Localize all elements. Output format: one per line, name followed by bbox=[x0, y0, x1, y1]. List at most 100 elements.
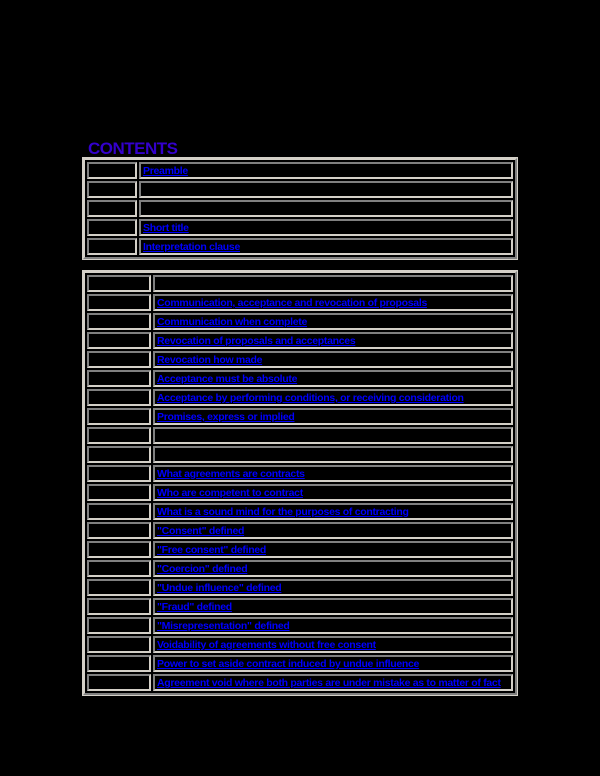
section-number-cell bbox=[87, 560, 151, 577]
section-title-cell bbox=[153, 427, 513, 444]
section-title-cell: Acceptance by performing conditions, or … bbox=[153, 389, 513, 406]
toc-row: Power to set aside contract induced by u… bbox=[87, 655, 513, 672]
toc-link[interactable]: "Fraud" defined bbox=[157, 601, 232, 613]
section-title-cell: "Undue influence" defined bbox=[153, 579, 513, 596]
toc-link[interactable]: Who are competent to contract bbox=[157, 487, 303, 499]
toc-row: Who are competent to contract bbox=[87, 484, 513, 501]
section-number-cell bbox=[87, 294, 151, 311]
toc-link[interactable]: Acceptance must be absolute bbox=[157, 373, 298, 385]
section-number-cell bbox=[87, 465, 151, 482]
section-number-cell bbox=[87, 617, 151, 634]
toc-row: Acceptance must be absolute bbox=[87, 370, 513, 387]
section-number-cell bbox=[87, 522, 151, 539]
toc-row: Preamble bbox=[87, 162, 513, 179]
section-number-cell bbox=[87, 332, 151, 349]
section-number-cell bbox=[87, 503, 151, 520]
section-number-cell bbox=[87, 541, 151, 558]
section-number-cell bbox=[87, 351, 151, 368]
toc-link[interactable]: Short title bbox=[143, 222, 189, 234]
toc-link[interactable]: Communication, acceptance and revocation… bbox=[157, 297, 427, 309]
section-title-cell: "Coercion" defined bbox=[153, 560, 513, 577]
toc-row bbox=[87, 200, 513, 217]
section-title-cell: "Fraud" defined bbox=[153, 598, 513, 615]
toc-row: Interpretation clause bbox=[87, 238, 513, 255]
toc-link[interactable]: Communication when complete bbox=[157, 316, 308, 328]
section-number-cell bbox=[87, 219, 137, 236]
section-title-cell: Interpretation clause bbox=[139, 238, 513, 255]
toc-link[interactable]: Voidability of agreements without free c… bbox=[157, 639, 376, 651]
section-number-cell bbox=[87, 636, 151, 653]
toc-row: Promises, express or implied bbox=[87, 408, 513, 425]
toc-row: "Undue influence" defined bbox=[87, 579, 513, 596]
toc-row bbox=[87, 427, 513, 444]
toc-link[interactable]: "Coercion" defined bbox=[157, 563, 248, 575]
section-number-cell bbox=[87, 598, 151, 615]
toc-row: Short title bbox=[87, 219, 513, 236]
section-title-cell: "Consent" defined bbox=[153, 522, 513, 539]
toc-link[interactable]: Promises, express or implied bbox=[157, 411, 295, 423]
section-title-cell: Voidability of agreements without free c… bbox=[153, 636, 513, 653]
section-title-cell: Revocation how made bbox=[153, 351, 513, 368]
section-number-cell bbox=[87, 446, 151, 463]
toc-link[interactable]: Revocation how made bbox=[157, 354, 263, 366]
section-title-cell: Agreement void where both parties are un… bbox=[153, 674, 513, 691]
section-number-cell bbox=[87, 181, 137, 198]
section-title-cell: Power to set aside contract induced by u… bbox=[153, 655, 513, 672]
section-number-cell bbox=[87, 162, 137, 179]
toc-sections-table: Communication, acceptance and revocation… bbox=[83, 271, 517, 695]
toc-row: "Fraud" defined bbox=[87, 598, 513, 615]
section-number-cell bbox=[87, 408, 151, 425]
toc-row: "Free consent" defined bbox=[87, 541, 513, 558]
toc-row: "Misrepresentation" defined bbox=[87, 617, 513, 634]
section-number-cell bbox=[87, 674, 151, 691]
section-title-cell: Short title bbox=[139, 219, 513, 236]
toc-row bbox=[87, 181, 513, 198]
section-title-cell bbox=[139, 200, 513, 217]
toc-row: What is a sound mind for the purposes of… bbox=[87, 503, 513, 520]
section-number-cell bbox=[87, 389, 151, 406]
toc-row: Revocation of proposals and acceptances bbox=[87, 332, 513, 349]
section-number-cell bbox=[87, 238, 137, 255]
toc-row bbox=[87, 275, 513, 292]
section-title-cell: "Free consent" defined bbox=[153, 541, 513, 558]
toc-link[interactable]: What is a sound mind for the purposes of… bbox=[157, 506, 409, 518]
section-number-cell bbox=[87, 200, 137, 217]
toc-link[interactable]: Agreement void where both parties are un… bbox=[157, 677, 501, 689]
toc-link[interactable]: "Free consent" defined bbox=[157, 544, 266, 556]
section-title-cell: Communication, acceptance and revocation… bbox=[153, 294, 513, 311]
toc-row: "Coercion" defined bbox=[87, 560, 513, 577]
section-title-cell: Communication when complete bbox=[153, 313, 513, 330]
section-number-cell bbox=[87, 370, 151, 387]
toc-row: Voidability of agreements without free c… bbox=[87, 636, 513, 653]
section-title-cell: What agreements are contracts bbox=[153, 465, 513, 482]
toc-row: Communication when complete bbox=[87, 313, 513, 330]
toc-row: Revocation how made bbox=[87, 351, 513, 368]
toc-link[interactable]: Preamble bbox=[143, 165, 188, 177]
section-number-cell bbox=[87, 427, 151, 444]
section-title-cell: Preamble bbox=[139, 162, 513, 179]
toc-link[interactable]: Power to set aside contract induced by u… bbox=[157, 658, 420, 670]
toc-link[interactable]: What agreements are contracts bbox=[157, 468, 305, 480]
section-title-cell: Promises, express or implied bbox=[153, 408, 513, 425]
toc-link[interactable]: "Undue influence" defined bbox=[157, 582, 282, 594]
section-title-cell: Revocation of proposals and acceptances bbox=[153, 332, 513, 349]
section-number-cell bbox=[87, 484, 151, 501]
toc-link[interactable]: "Consent" defined bbox=[157, 525, 245, 537]
toc-row: What agreements are contracts bbox=[87, 465, 513, 482]
section-title-cell: Who are competent to contract bbox=[153, 484, 513, 501]
toc-row: Agreement void where both parties are un… bbox=[87, 674, 513, 691]
section-title-cell: What is a sound mind for the purposes of… bbox=[153, 503, 513, 520]
section-number-cell bbox=[87, 579, 151, 596]
toc-link[interactable]: "Misrepresentation" defined bbox=[157, 620, 290, 632]
contents-heading: CONTENTS bbox=[88, 139, 178, 158]
toc-link[interactable]: Revocation of proposals and acceptances bbox=[157, 335, 356, 347]
section-number-cell bbox=[87, 655, 151, 672]
section-number-cell bbox=[87, 313, 151, 330]
toc-row: Acceptance by performing conditions, or … bbox=[87, 389, 513, 406]
toc-row: Communication, acceptance and revocation… bbox=[87, 294, 513, 311]
toc-link[interactable]: Interpretation clause bbox=[143, 241, 240, 253]
section-number-cell bbox=[87, 275, 151, 292]
section-title-cell: "Misrepresentation" defined bbox=[153, 617, 513, 634]
toc-link[interactable]: Acceptance by performing conditions, or … bbox=[157, 392, 464, 404]
